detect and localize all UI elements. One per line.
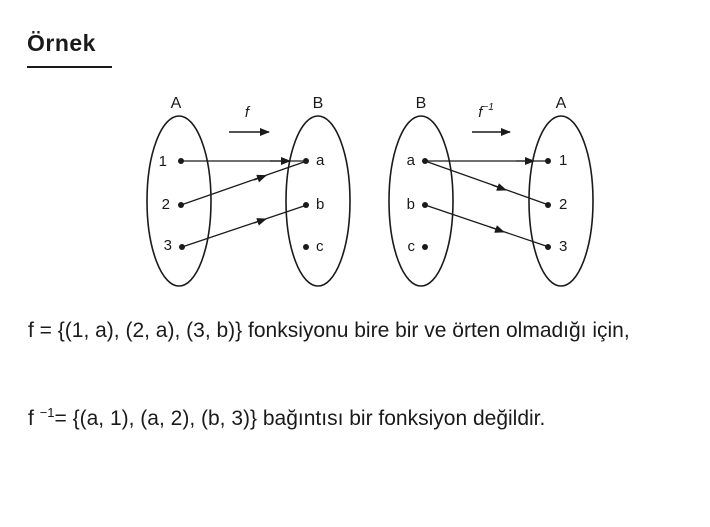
point-3-right (545, 244, 551, 250)
element-1-right: 1 (559, 152, 567, 169)
element-b: b (316, 196, 324, 213)
diagram-f: A B f 1 2 3 a b c (146, 95, 351, 287)
set-b-label: B (313, 95, 324, 112)
set-b-ellipse (285, 115, 351, 287)
element-c: c (316, 238, 324, 255)
example-heading: Örnek (27, 30, 96, 56)
function-diagrams: A B f 1 2 3 a b c B A f−1 a b c (146, 95, 594, 287)
explanation-paragraph-2: f −1= {(a, 1), (a, 2), (b, 3)} bağıntısı… (28, 398, 683, 434)
function-f-inverse-label: f−1 (478, 102, 494, 121)
point-2-right (545, 202, 551, 208)
set-a-ellipse-right (528, 115, 594, 287)
element-1: 1 (159, 153, 167, 170)
element-b-right: b (407, 196, 415, 213)
diagram-f-inverse: B A f−1 a b c 1 2 3 (388, 95, 594, 287)
set-a-label-right: A (556, 95, 567, 112)
function-f-label: f (245, 104, 251, 121)
point-c (303, 244, 309, 250)
element-2: 2 (162, 196, 170, 213)
mapping-2-a-arrowhead (253, 174, 267, 183)
mapping-a-2-arrowhead (491, 183, 507, 191)
element-3: 3 (164, 237, 172, 254)
mapping-3-b-arrowhead (253, 218, 267, 226)
element-2-right: 2 (559, 196, 567, 213)
set-b-label-right: B (416, 95, 427, 112)
explanation-paragraph-1: f = {(1, a), (2, a), (3, b)} fonksiyonu … (28, 319, 630, 342)
set-a-label: A (171, 95, 182, 112)
point-a (303, 158, 309, 164)
set-a-ellipse (146, 115, 212, 287)
set-b-ellipse-right (388, 115, 454, 287)
element-c-right: c (408, 238, 416, 255)
point-1-right (545, 158, 551, 164)
mapping-2-a (180, 161, 305, 206)
inverse-symbol: f (28, 407, 34, 430)
mapping-a-2 (424, 160, 547, 205)
element-a-right: a (407, 152, 416, 169)
heading-underline (27, 66, 112, 68)
point-b (303, 202, 309, 208)
element-a: a (316, 152, 325, 169)
element-3-right: 3 (559, 238, 567, 255)
inverse-exponent: −1 (39, 405, 55, 420)
mapping-b-3 (424, 204, 547, 247)
inverse-relation-text: = {(a, 1), (a, 2), (b, 3)} bağıntısı bir… (54, 407, 546, 430)
mapping-3-b (181, 205, 305, 248)
point-c-right (422, 244, 428, 250)
mapping-b-3-arrowhead (489, 225, 505, 233)
